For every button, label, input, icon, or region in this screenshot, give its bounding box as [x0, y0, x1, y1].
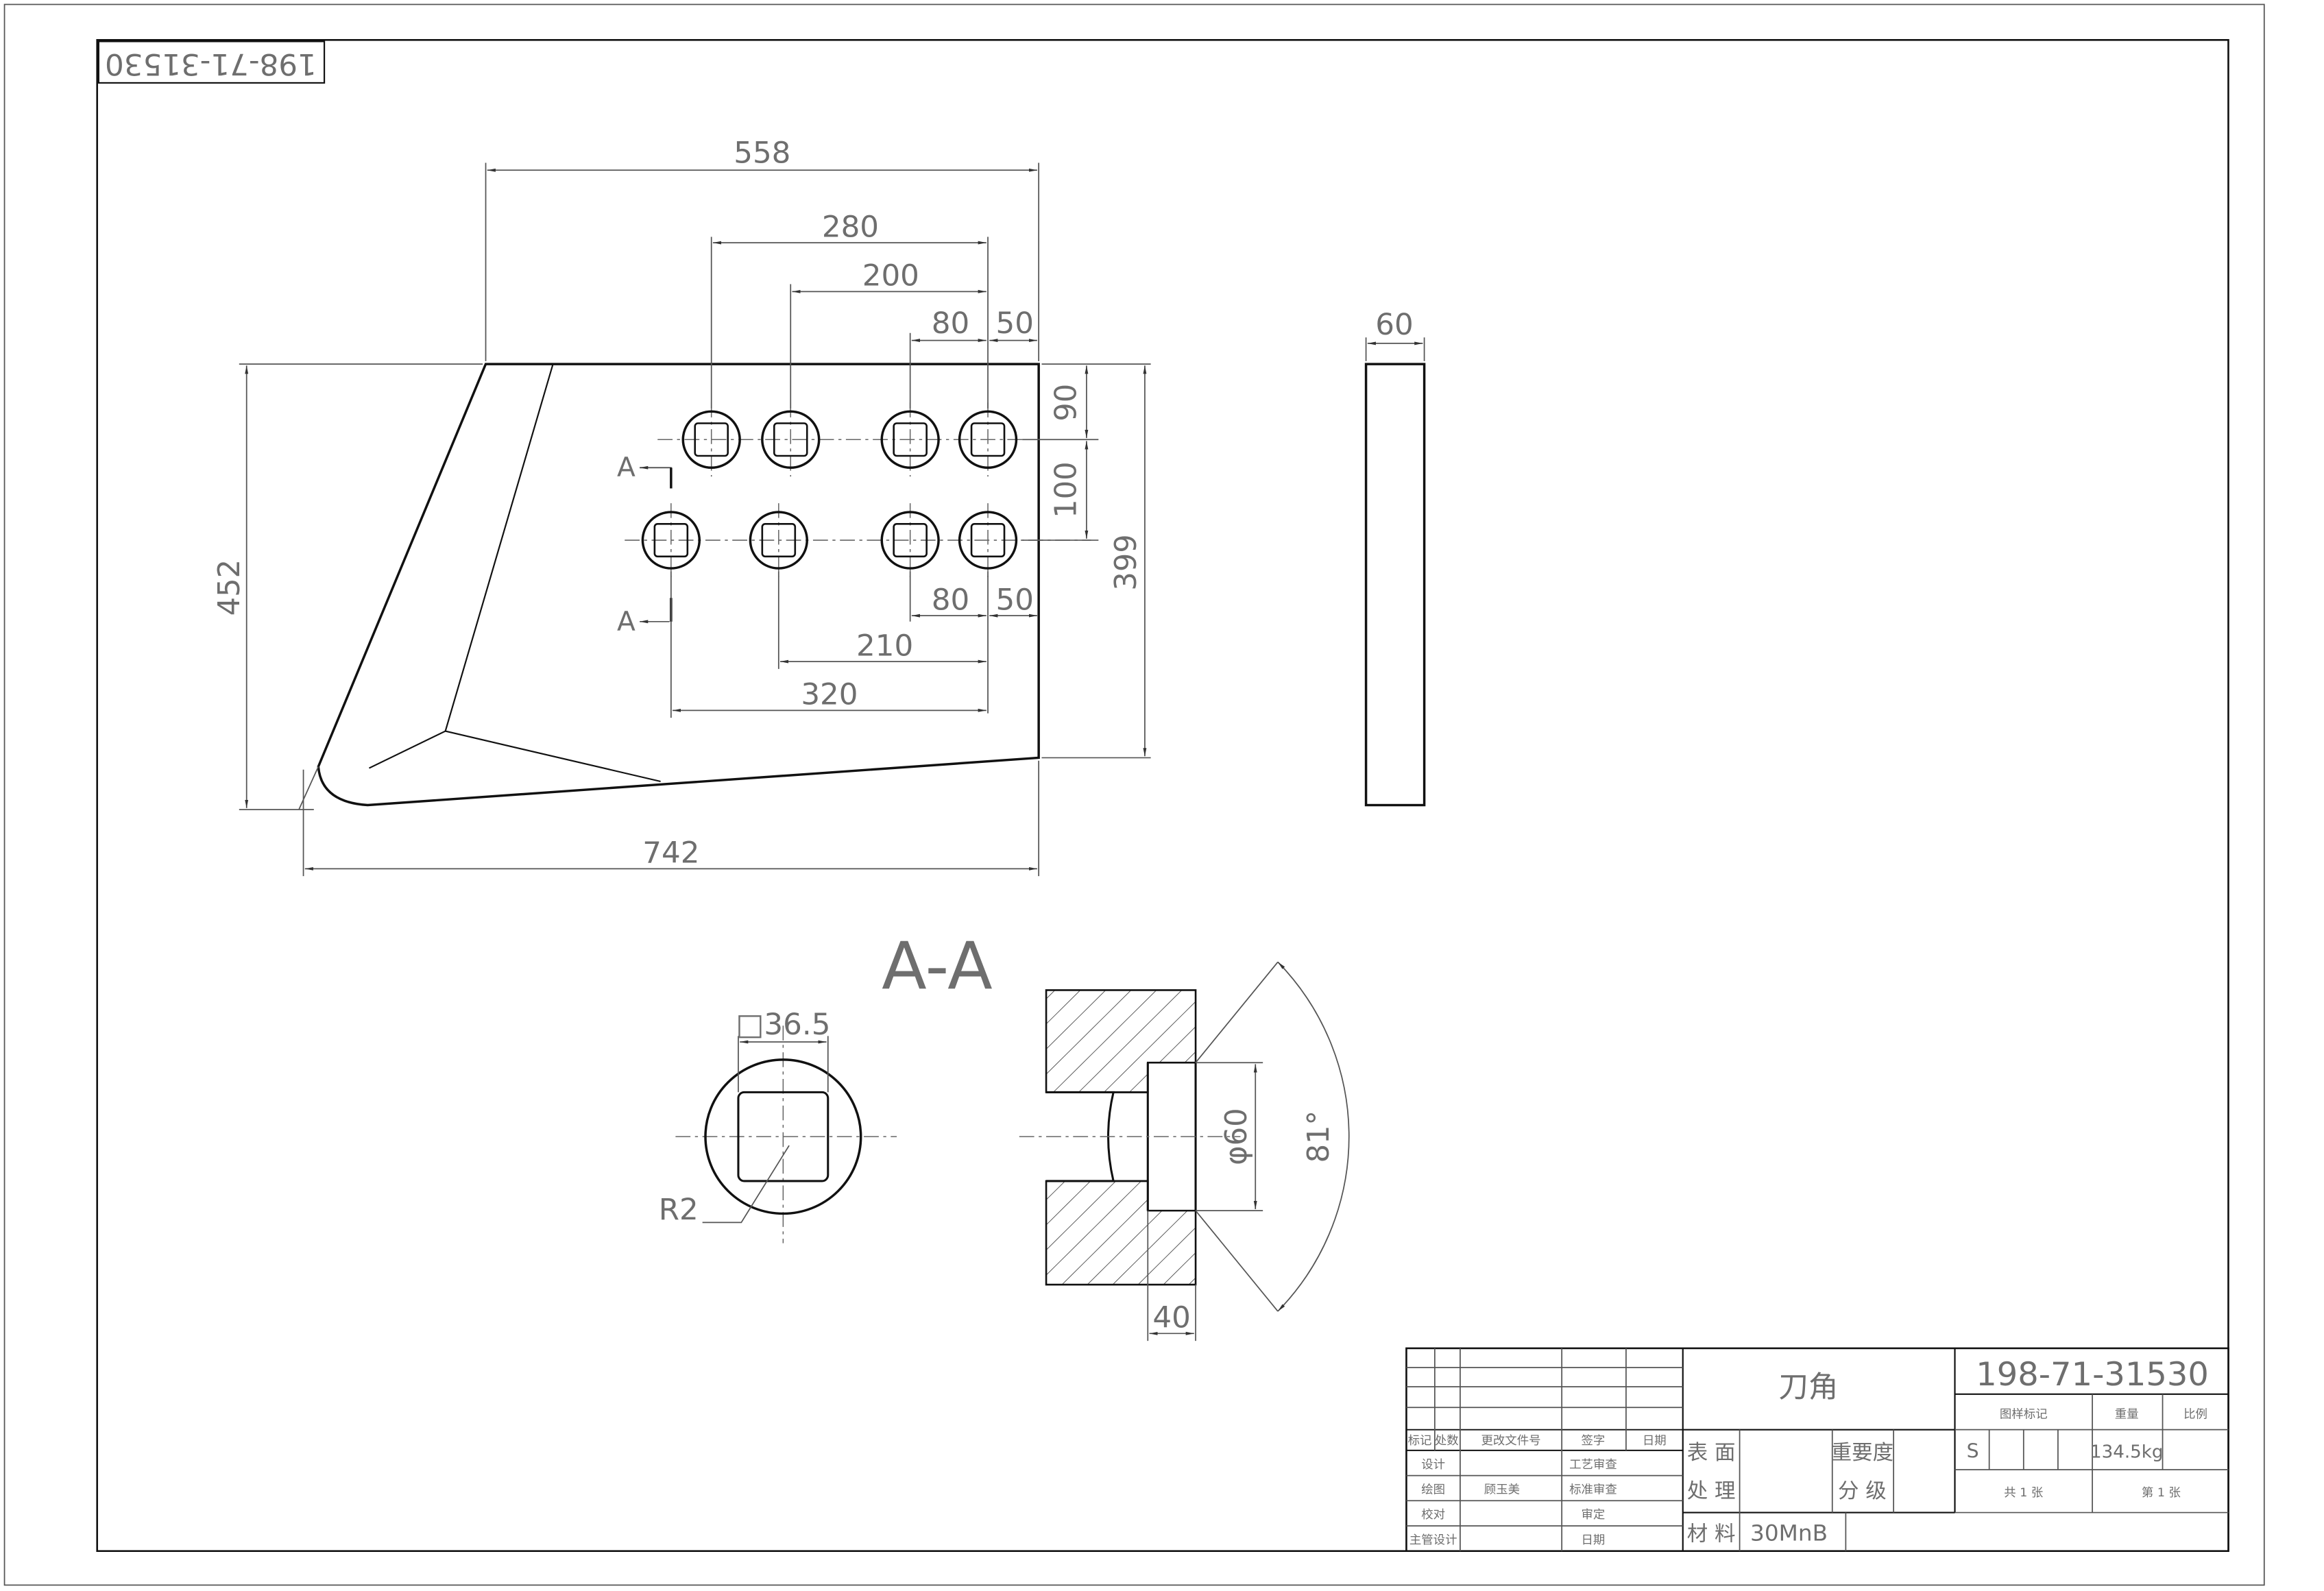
dimension-50-bottom: 50 [989, 583, 1037, 618]
dimension-60: 60 [1375, 308, 1413, 342]
bolt-hole [761, 410, 821, 469]
section-title: A-A [882, 928, 993, 1004]
rotated-code-stamp: 198-71-31530 [97, 40, 326, 84]
svg-text:742: 742 [642, 836, 699, 871]
dimension-742: 742 [298, 766, 1037, 877]
tb-grade: 分 级 [1838, 1479, 1887, 1503]
tb-treatment: 处 理 [1687, 1479, 1736, 1503]
title-block: 标记 处数 更改文件号 签字 日期 设计 工艺审查 绘图 顾玉美 标准审查 校对… [1405, 1347, 2229, 1553]
rotated-code-text: 198-71-31530 [105, 47, 317, 81]
tb-part-name: 刀角 [1778, 1370, 1838, 1405]
svg-text:90: 90 [1049, 384, 1083, 422]
tb-material-value: 30MnB [1750, 1520, 1828, 1546]
bolt-hole [958, 511, 1018, 570]
svg-text:80: 80 [932, 583, 969, 618]
tb-col-drawing-mark: 图样标记 [2000, 1407, 2048, 1421]
inner-frame [96, 38, 2229, 1553]
svg-text:50: 50 [996, 583, 1034, 618]
depth-label: 40 [1152, 1301, 1190, 1335]
square-size-label: □36.5 [736, 1008, 830, 1042]
section-letter: A [617, 607, 636, 637]
front-view: A A 558 280 200 80 [213, 136, 1151, 877]
part-outline [317, 363, 1040, 807]
tb-weight-value: 134.5kg [2090, 1442, 2164, 1463]
tb-check: 校对 [1421, 1508, 1445, 1522]
svg-text:280: 280 [822, 210, 879, 245]
dimension-558: 558 [485, 136, 1040, 361]
tb-date: 日期 [1582, 1533, 1606, 1547]
side-plate [1364, 363, 1426, 807]
tb-importance: 重要度 [1831, 1441, 1894, 1465]
section-mark-top: A [617, 452, 673, 489]
svg-text:320: 320 [801, 678, 858, 712]
side-view: 60 [1364, 308, 1426, 807]
tb-sheet-no: 第 1 张 [2142, 1486, 2181, 1500]
dimension-80-bottom: 80 [909, 571, 1040, 877]
counterbore-dia-label: φ60 [1220, 1108, 1254, 1165]
tb-approve: 审定 [1582, 1508, 1606, 1522]
svg-text:210: 210 [856, 629, 913, 664]
bolt-hole [641, 511, 701, 570]
bolt-hole [880, 511, 940, 570]
angle-label: 81° [1302, 1110, 1336, 1163]
bolt-hole [958, 410, 1018, 469]
tb-sheets-total: 共 1 张 [2004, 1486, 2043, 1500]
dimension-280: 280 [710, 210, 989, 409]
dimension-80-top: 80 [909, 306, 987, 409]
tb-rev-date: 日期 [1643, 1434, 1667, 1448]
tb-rev-count: 处数 [1435, 1434, 1459, 1448]
section-letter: A [617, 452, 636, 483]
tb-material-label: 材 料 [1687, 1522, 1736, 1546]
svg-text:452: 452 [213, 559, 247, 616]
tb-rev-sign: 签字 [1582, 1434, 1606, 1448]
hole-detail: □36.5 R2 [659, 1008, 897, 1243]
svg-text:399: 399 [1109, 534, 1143, 590]
tb-rev-mark: 标记 [1408, 1434, 1432, 1448]
dimension-50-top: 50 [989, 306, 1037, 343]
radius-label: R2 [659, 1193, 699, 1227]
svg-text:558: 558 [734, 136, 790, 171]
dimension-200: 200 [790, 259, 987, 409]
dimension-100: 100 [1022, 441, 1099, 541]
tb-drawing-no: 198-71-31530 [1976, 1356, 2209, 1394]
dimension-399: 399 [1041, 365, 1151, 759]
tb-std-review: 标准审查 [1569, 1483, 1617, 1497]
bolt-hole [749, 511, 808, 570]
tb-col-scale: 比例 [2183, 1407, 2207, 1421]
svg-text:100: 100 [1049, 461, 1083, 518]
tb-chief-design: 主管设计 [1409, 1533, 1457, 1547]
dimension-320: 320 [670, 571, 987, 718]
tb-drawn-by: 顾玉美 [1484, 1483, 1520, 1497]
svg-text:200: 200 [862, 259, 919, 293]
outer-frame [3, 3, 2265, 1586]
tb-drawn: 绘图 [1421, 1483, 1445, 1497]
tb-rev-doc: 更改文件号 [1481, 1434, 1540, 1448]
section-mark-bottom: A [617, 598, 673, 637]
bevel-line-upper [444, 363, 661, 783]
dimension-452: 452 [213, 363, 483, 810]
cross-section: φ60 81° 40 [1019, 961, 1350, 1341]
bolt-hole [681, 410, 741, 469]
svg-text:50: 50 [996, 306, 1034, 341]
bolt-hole [880, 410, 940, 469]
tb-process-review: 工艺审查 [1569, 1458, 1617, 1472]
bevel-line-lower [368, 730, 446, 769]
tb-design: 设计 [1421, 1458, 1445, 1472]
tb-mark-s: S [1967, 1440, 1979, 1463]
section-view: A-A □36.5 R2 φ [659, 928, 1350, 1341]
tb-col-weight: 重量 [2115, 1407, 2139, 1421]
dimension-210: 210 [777, 571, 987, 669]
svg-text:80: 80 [932, 306, 969, 341]
dimension-90: 90 [1022, 363, 1151, 441]
tb-surface: 表 面 [1687, 1441, 1736, 1465]
